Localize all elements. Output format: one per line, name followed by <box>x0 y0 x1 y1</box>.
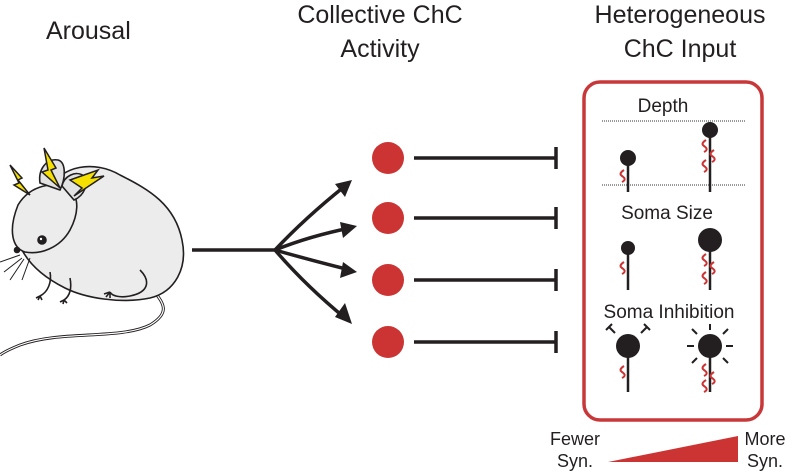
chc-cell-2 <box>372 202 404 234</box>
chc-cell-4 <box>372 326 404 358</box>
collective-line-1: Collective ChC <box>297 1 463 29</box>
heterogeneous-input-box <box>582 80 764 422</box>
collective-line-2: Activity <box>340 35 420 63</box>
collective-activity-title: Collective ChC Activity <box>280 0 480 64</box>
arousal-label: Arousal <box>46 17 131 45</box>
fewer-syn-label: Fewer Syn. <box>540 428 610 472</box>
soma-size-label: Soma Size <box>621 203 713 224</box>
heterogeneous-line-2: ChC Input <box>623 35 737 63</box>
soma-inhibition-label: Soma Inhibition <box>603 302 735 323</box>
fewer-line-2: Syn. <box>556 451 594 471</box>
more-line-2: Syn. <box>746 451 784 471</box>
depth-label: Depth <box>637 96 689 117</box>
heterogeneous-input-title: Heterogeneous ChC Input <box>570 0 790 64</box>
synapse-gradient-wedge <box>608 436 738 462</box>
fewer-line-1: Fewer <box>549 429 600 449</box>
depth-panel <box>602 120 745 192</box>
neuron-icon <box>619 150 636 192</box>
arousal-arrows <box>192 184 351 320</box>
neuron-icon <box>619 241 635 290</box>
neuron-icon <box>701 122 718 192</box>
neuron-icon <box>698 228 722 290</box>
heterogeneous-line-1: Heterogeneous <box>594 1 766 29</box>
soma-size-panel <box>619 228 722 290</box>
more-syn-label: More Syn. <box>735 428 795 472</box>
chc-population <box>372 142 558 358</box>
neuron-icon <box>687 324 733 393</box>
chc-cell-3 <box>372 264 404 296</box>
more-line-1: More <box>744 429 786 449</box>
lightning-bolt-icon <box>9 147 105 197</box>
soma-inhibition-panel <box>605 323 733 393</box>
mouse-illustration <box>0 159 185 357</box>
chc-cell-1 <box>372 142 404 174</box>
neuron-icon <box>605 323 651 392</box>
